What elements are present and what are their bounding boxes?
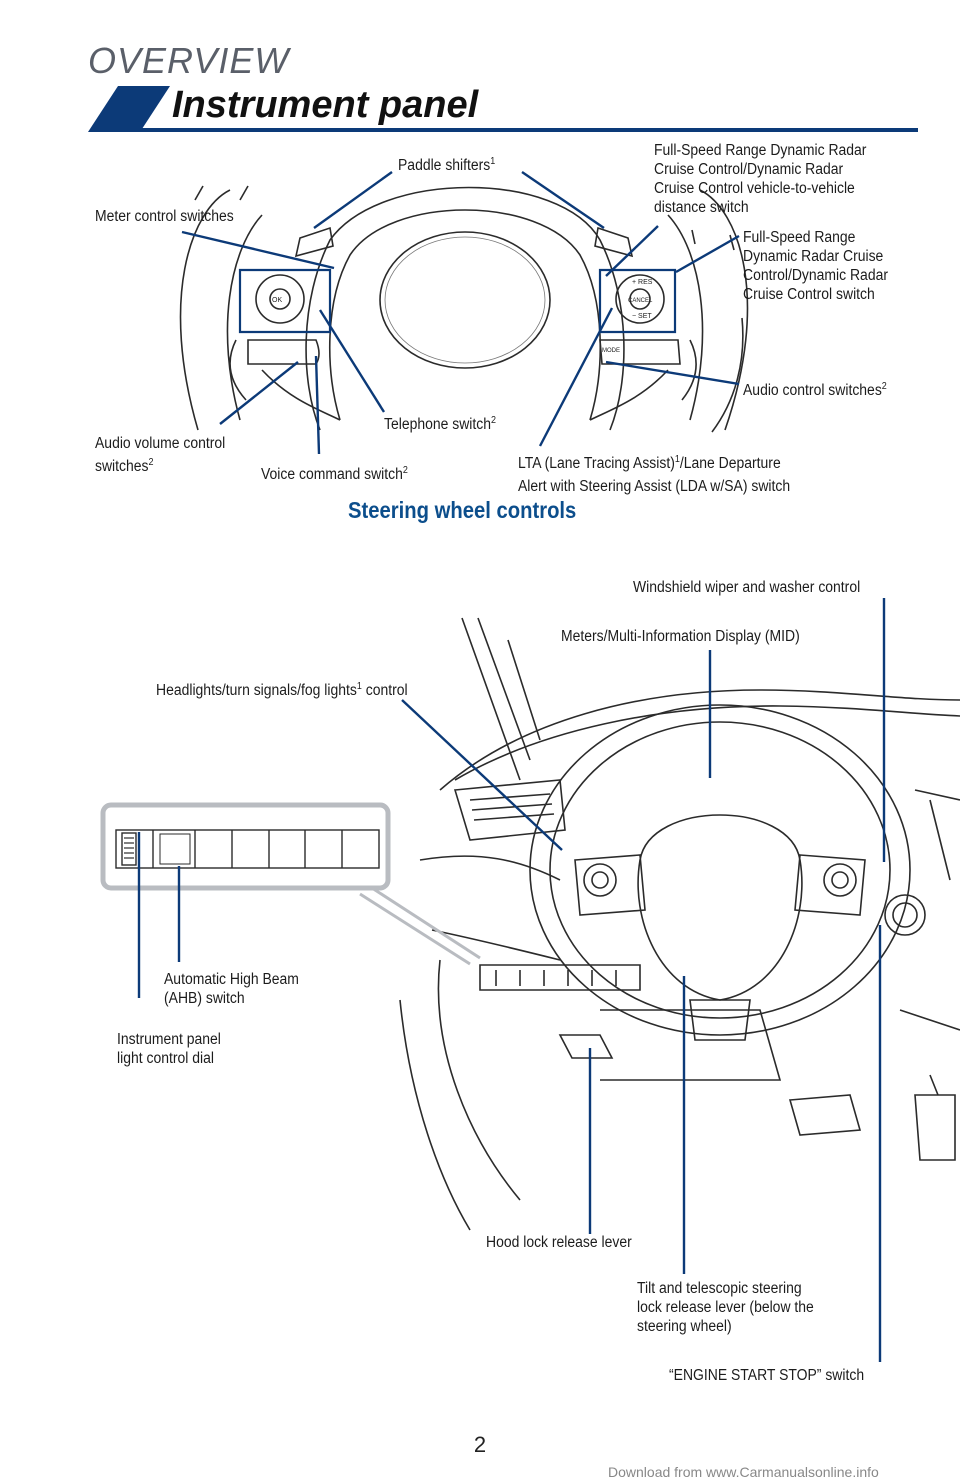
steering-wheel-controls-heading: Steering wheel controls xyxy=(348,497,577,523)
headlights-control-label: Headlights/turn signals/fog lights1 cont… xyxy=(156,681,408,700)
voice-command-switch-label: Voice command switch2 xyxy=(261,465,408,484)
ahb-switch-label: Automatic High Beam (AHB) switch xyxy=(164,971,299,1007)
radar-cruise-switch-label: Full-Speed Range Dynamic Radar Cruise Co… xyxy=(743,229,888,303)
meter-control-switches-label: Meter control switches xyxy=(95,208,234,225)
cancel-button-text: CANCEL xyxy=(628,298,653,304)
res-button-text: + RES xyxy=(632,279,653,286)
panel-light-dial-label: Instrument panel light control dial xyxy=(117,1031,221,1067)
paddle-shifters-label: Paddle shifters1 xyxy=(398,156,496,175)
hood-lever-label: Hood lock release lever xyxy=(486,1234,632,1251)
lta-switch-label: LTA (Lane Tracing Assist)1/Lane Departur… xyxy=(518,454,791,496)
section-label: OVERVIEW xyxy=(88,40,290,81)
ok-button-text: OK xyxy=(272,297,282,304)
radar-distance-switch-label: Full-Speed Range Dynamic Radar Cruise Co… xyxy=(654,142,867,216)
mid-label: Meters/Multi-Information Display (MID) xyxy=(561,628,800,645)
page-title: Instrument panel xyxy=(172,84,479,126)
tilt-lever-label: Tilt and telescopic steering lock releas… xyxy=(637,1280,814,1335)
engine-start-stop-label: “ENGINE START STOP” switch xyxy=(669,1367,865,1384)
page-number: 2 xyxy=(473,1432,487,1457)
watermark-footer: Download from www.Carmanualsonline.info xyxy=(608,1464,879,1480)
set-button-text: − SET xyxy=(632,313,652,320)
audio-volume-switches-label: Audio volume control switches2 xyxy=(95,435,226,476)
audio-control-switches-label: Audio control switches2 xyxy=(743,381,887,400)
telephone-switch-label: Telephone switch2 xyxy=(384,415,497,434)
mode-button-text: MODE xyxy=(602,348,620,354)
wiper-control-label: Windshield wiper and washer control xyxy=(633,579,861,596)
